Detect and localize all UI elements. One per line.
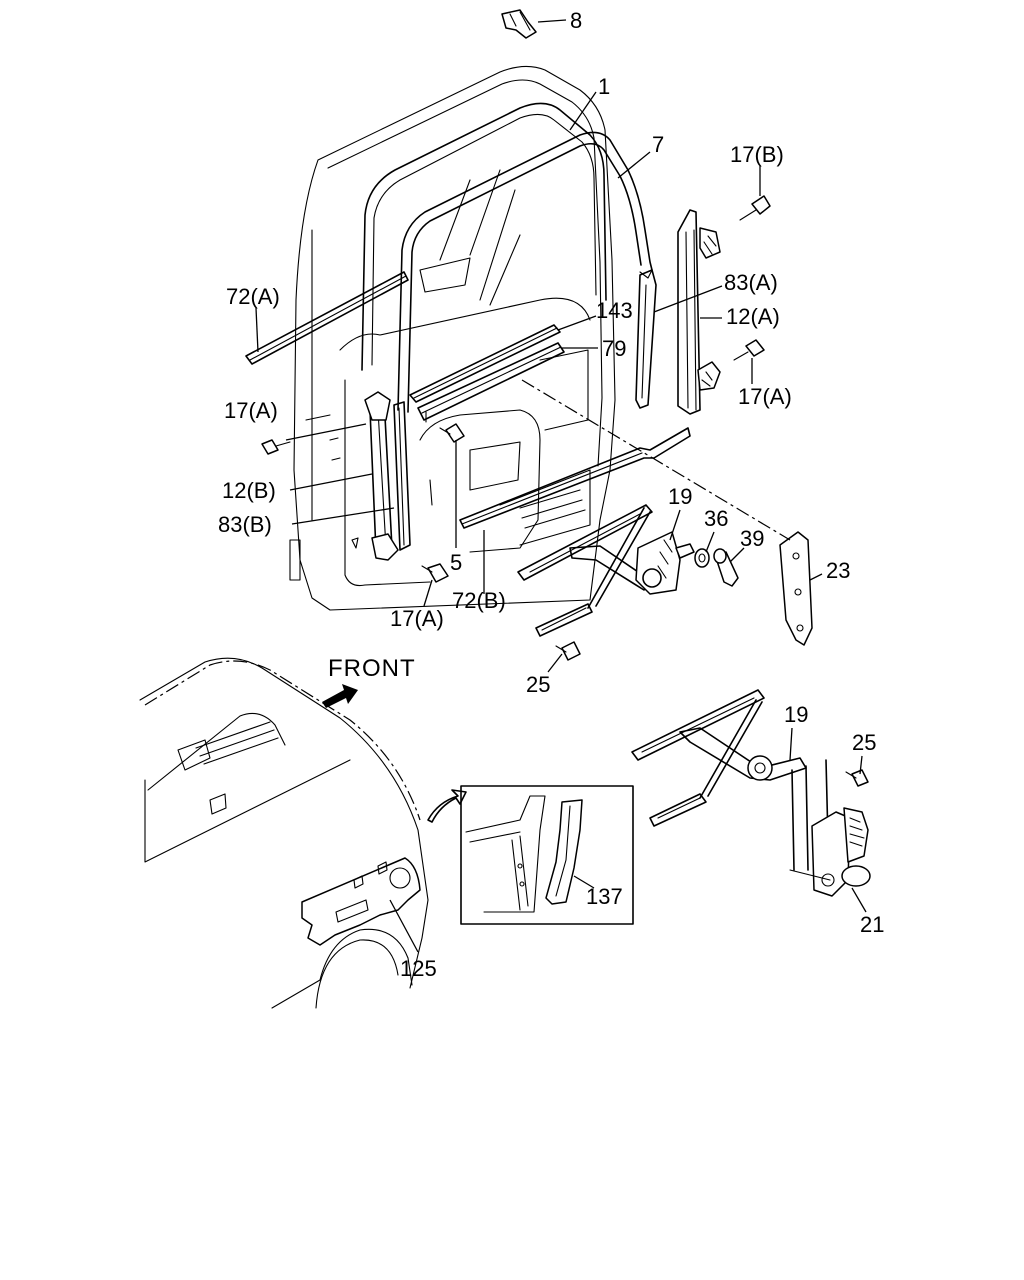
callout-5: 5 bbox=[450, 550, 462, 575]
callout-labels: 8 1 7 17(B) 72(A) 83(A) 143 12(A) 79 17(… bbox=[218, 8, 884, 981]
bolt-17a-left bbox=[261, 439, 291, 455]
callout-79: 79 bbox=[602, 336, 626, 361]
bolt-17b bbox=[739, 195, 771, 221]
callout-12b: 12(B) bbox=[222, 478, 276, 503]
door-shell bbox=[289, 65, 616, 611]
callout-8: 8 bbox=[570, 8, 582, 33]
bolt-5 bbox=[439, 423, 465, 443]
vehicle-body bbox=[139, 657, 467, 1009]
part-79-strip bbox=[417, 342, 565, 423]
inset-box bbox=[460, 785, 634, 925]
part-19-regulator-bottom bbox=[631, 689, 807, 827]
leader-lines bbox=[255, 19, 867, 953]
part-72a-weatherstrip bbox=[245, 271, 409, 365]
part-12a-rail bbox=[677, 209, 721, 415]
part-125-panel bbox=[301, 857, 421, 946]
callout-17a-left: 17(A) bbox=[224, 398, 278, 423]
part-8-clip bbox=[501, 9, 537, 39]
callout-17b: 17(B) bbox=[730, 142, 784, 167]
callout-21: 21 bbox=[860, 912, 884, 937]
part-12b-guide bbox=[364, 391, 399, 561]
front-label: FRONT bbox=[328, 655, 416, 682]
callout-72a: 72(A) bbox=[226, 284, 280, 309]
callout-72b: 72(B) bbox=[452, 588, 506, 613]
part-143-strip bbox=[409, 324, 561, 403]
callout-23: 23 bbox=[826, 558, 850, 583]
callout-39: 39 bbox=[740, 526, 764, 551]
alignment-lines bbox=[144, 379, 791, 821]
callout-25-top: 25 bbox=[526, 672, 550, 697]
part-72b-weatherstrip bbox=[459, 427, 691, 529]
callout-83b: 83(B) bbox=[218, 512, 272, 537]
part-83b-strip bbox=[393, 401, 411, 551]
callout-19-bottom: 19 bbox=[784, 702, 808, 727]
callout-83a: 83(A) bbox=[724, 270, 778, 295]
part-1-glass bbox=[361, 102, 607, 371]
callout-19-top: 19 bbox=[668, 484, 692, 509]
callout-125: 125 bbox=[400, 956, 437, 981]
callout-7: 7 bbox=[652, 132, 664, 157]
part-19-regulator-top bbox=[517, 504, 695, 637]
callout-17a-right: 17(A) bbox=[738, 384, 792, 409]
callout-12a: 12(A) bbox=[726, 304, 780, 329]
bolt-17a-bottom bbox=[421, 563, 449, 583]
callout-25-bottom: 25 bbox=[852, 730, 876, 755]
front-arrow-icon bbox=[322, 684, 358, 708]
callout-36: 36 bbox=[704, 506, 728, 531]
part-83a-strip bbox=[635, 269, 657, 409]
bolt-17a-right bbox=[733, 339, 765, 361]
callout-143: 143 bbox=[596, 298, 633, 323]
callout-137: 137 bbox=[586, 884, 623, 909]
bolt-25-bottom bbox=[845, 769, 869, 787]
part-21-motor bbox=[789, 759, 871, 897]
part-36-washer bbox=[694, 548, 710, 568]
callout-17a-bottom: 17(A) bbox=[390, 606, 444, 631]
callout-1: 1 bbox=[598, 74, 610, 99]
bolt-25-top bbox=[555, 641, 581, 661]
part-23-bracket bbox=[779, 531, 813, 646]
part-39-handle bbox=[713, 548, 739, 587]
